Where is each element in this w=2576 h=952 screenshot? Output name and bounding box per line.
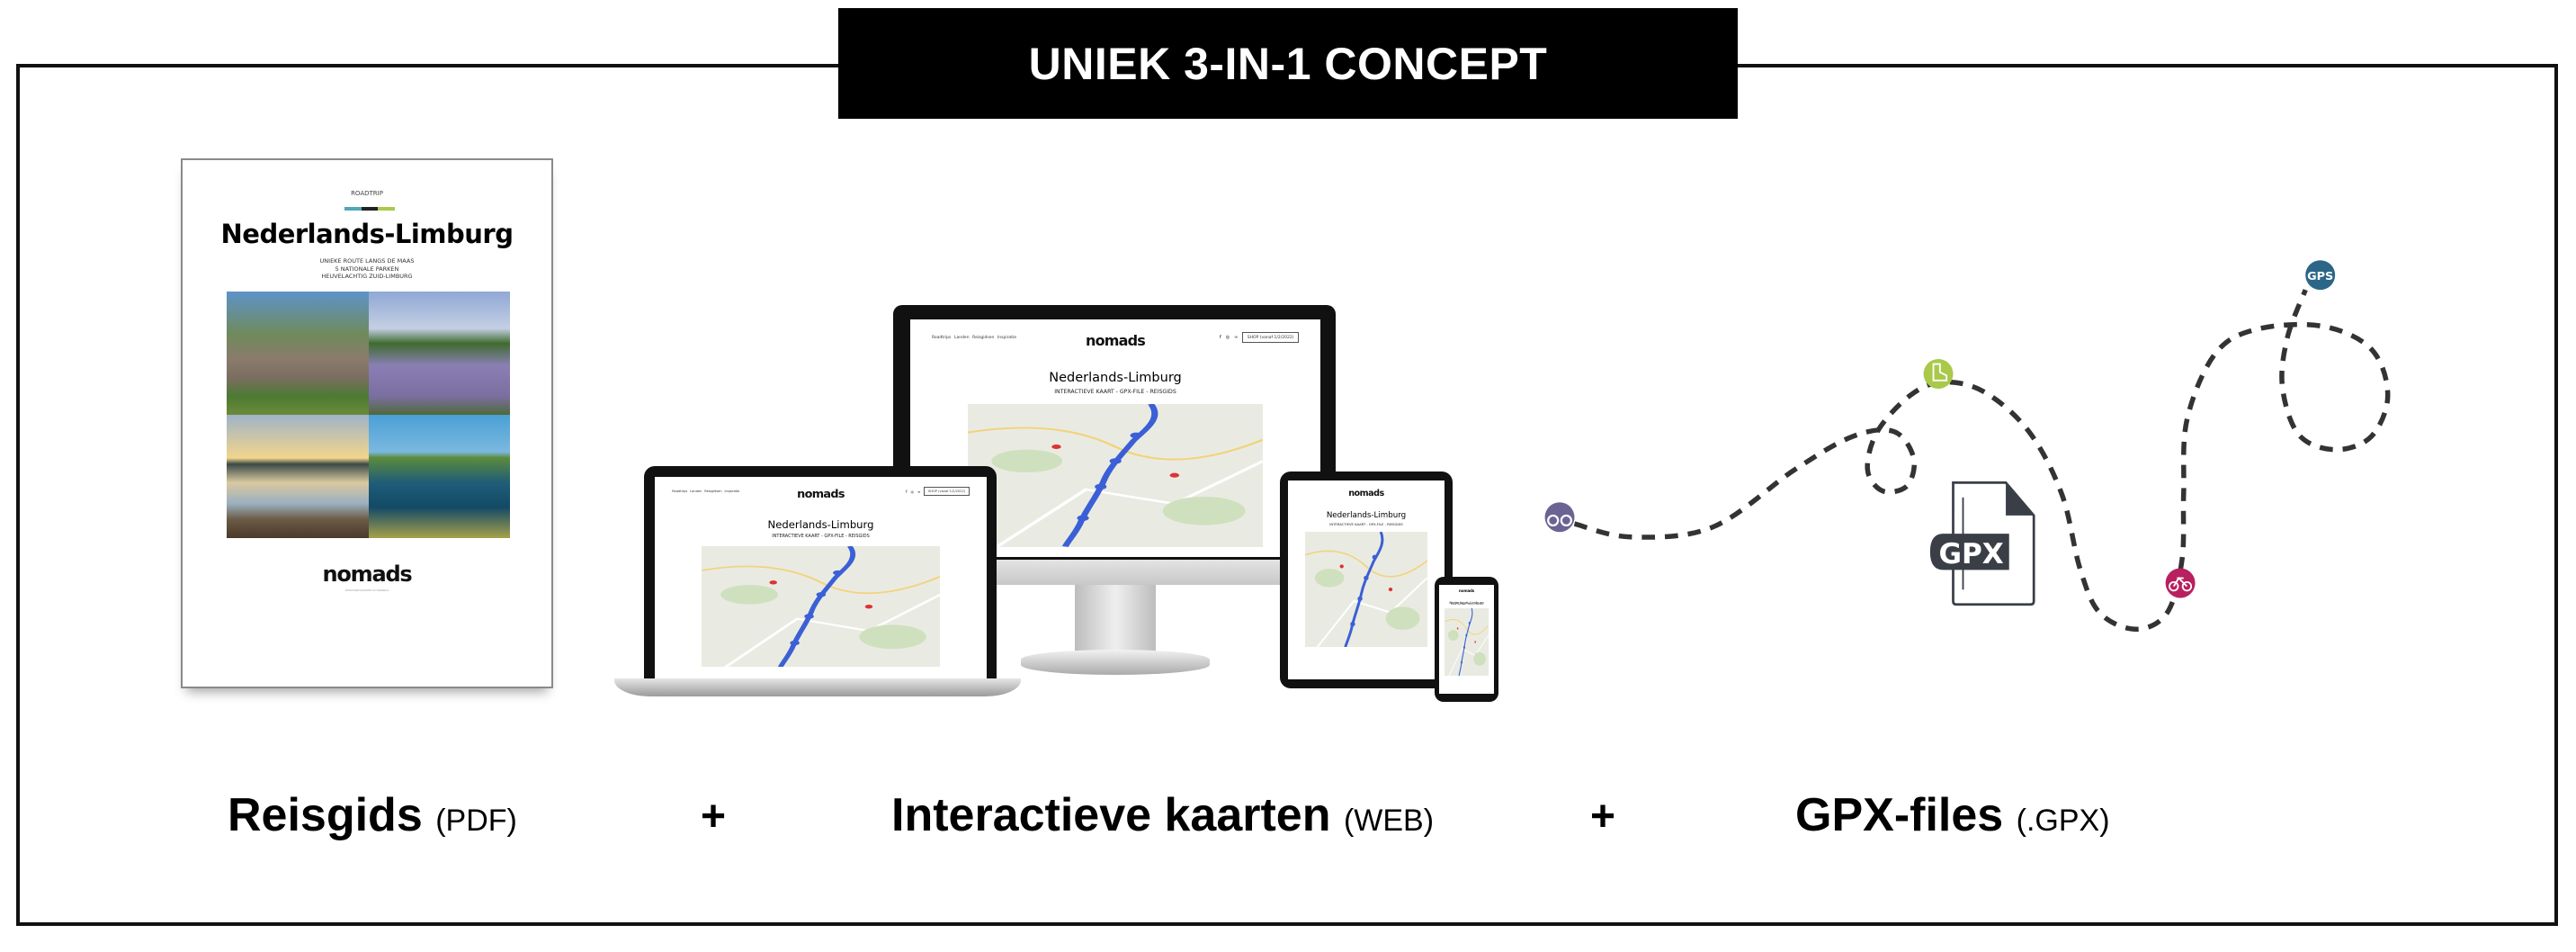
cover-photo-grid (227, 292, 510, 538)
facebook-icon[interactable]: f (906, 489, 908, 494)
cover-subtitle: UNIEKE ROUTE LANGS DE MAAS 5 NATIONALE P… (183, 257, 551, 281)
site-header: Roadtrips Landen Reisgidsen Inspiratie n… (1288, 480, 1445, 502)
cover-title: Nederlands-Limburg (220, 219, 514, 249)
map-route (1344, 531, 1384, 647)
website-screen: Roadtrips Landen Reisgidsen Inspiratie n… (655, 477, 987, 678)
cover-subtitle-line: UNIEKE ROUTE LANGS DE MAAS (319, 257, 415, 265)
nav-reisgidsen[interactable]: Reisgidsen (704, 489, 722, 493)
site-header: Roadtrips Landen Reisgidsen Inspiratie n… (910, 319, 1320, 355)
nomads-logo[interactable]: nomads (1348, 488, 1384, 498)
label-gpx-files: GPX-files (.GPX) (1795, 788, 2110, 842)
instagram-icon[interactable]: ◎ (910, 489, 914, 494)
plus-sign: + (701, 793, 727, 840)
site-header: Roadtrips Landen Reisgidsen Inspiratie n… (1439, 585, 1494, 597)
site-nav: Roadtrips Landen Reisgidsen Inspiratie (672, 489, 739, 493)
label-format: (PDF) (435, 804, 517, 838)
label-format: (.GPX) (2016, 804, 2110, 838)
page-title: Nederlands-Limburg (1326, 511, 1407, 521)
laptop-device: Roadtrips Landen Reisgidsen Inspiratie n… (644, 466, 997, 680)
map-route (777, 545, 855, 668)
photo-castle (227, 292, 369, 415)
flickr-icon[interactable]: ∞ (1234, 335, 1239, 340)
page-subtitle: INTERACTIEVE KAART - GPX-FILE - REISGIDS (772, 533, 870, 539)
interactive-map[interactable] (1445, 608, 1489, 677)
nomads-logo: nomads (322, 561, 412, 587)
cover-kicker: ROADTRIP (351, 190, 383, 197)
label-interactieve-kaarten: Interactieve kaarten (WEB) (891, 788, 1434, 842)
label-reisgids: Reisgids (PDF) (228, 788, 517, 842)
nav-inspiratie[interactable]: Inspiratie (997, 335, 1016, 340)
page-subtitle: INTERACTIEVE KAART - GPX-FILE - REISGIDS (1329, 522, 1403, 526)
flickr-icon[interactable]: ∞ (917, 489, 921, 494)
photo-sunset-lake (227, 415, 369, 538)
header-actions: f ◎ ∞ SHOP (vanaf 1/2/2022) (906, 487, 970, 496)
website-screen: Roadtrips Landen Reisgidsen Inspiratie n… (910, 319, 1320, 557)
page-title: Nederlands-Limburg (767, 517, 874, 531)
page-title: Nederlands-Limburg (1449, 600, 1484, 605)
map-route (1458, 608, 1473, 677)
site-header: Roadtrips Landen Reisgidsen Inspiratie n… (655, 477, 987, 506)
logo-tagline: DISCOVER EUROPE ON WHEELS (344, 588, 389, 592)
label-bold: Interactieve kaarten (891, 789, 1331, 841)
nav-landen[interactable]: Landen (953, 335, 970, 340)
nav-roadtrips[interactable]: Roadtrips (672, 489, 688, 493)
shop-button[interactable]: SHOP (vanaf 1/2/2022) (924, 487, 970, 496)
interactive-map[interactable] (701, 545, 941, 668)
plus-sign: + (1590, 793, 1616, 840)
instagram-icon[interactable]: ◎ (1225, 335, 1230, 340)
page-subtitle: INTERACTIEVE KAART - GPX-FILE - REISGIDS (1450, 605, 1483, 606)
map-route (1061, 404, 1158, 547)
nav-reisgidsen[interactable]: Reisgidsen (972, 335, 995, 340)
label-bold: Reisgids (228, 789, 423, 841)
nomads-logo[interactable]: nomads (1085, 332, 1146, 350)
website-screen: Roadtrips Landen Reisgidsen Inspiratie n… (1439, 585, 1494, 694)
nav-landen[interactable]: Landen (690, 489, 702, 493)
interactive-map[interactable] (1305, 531, 1427, 647)
nomads-logo[interactable]: nomads (797, 487, 845, 501)
shop-button[interactable]: SHOP (vanaf 1/2/2022) (1242, 332, 1299, 343)
label-bold: GPX-files (1795, 789, 2004, 841)
nav-inspiratie[interactable]: Inspiratie (724, 489, 740, 493)
site-nav: Roadtrips Landen Reisgidsen Inspiratie (932, 336, 1016, 340)
travel-guide-cover: ROADTRIP Nederlands-Limburg UNIEKE ROUTE… (181, 158, 553, 688)
banner-title: UNIEK 3-IN-1 CONCEPT (838, 8, 1738, 119)
cover-subtitle-line: HEUVELACHTIG ZUID-LIMBURG (321, 273, 413, 280)
label-format: (WEB) (1343, 804, 1435, 838)
interactive-map[interactable] (967, 404, 1264, 547)
cover-subtitle-line: 5 NATIONALE PARKEN (335, 265, 399, 273)
photo-heath (368, 292, 510, 415)
page-title: Nederlands-Limburg (1049, 371, 1182, 386)
imac-base (1021, 650, 1210, 675)
tablet-device: Roadtrips Landen Reisgidsen Inspiratie n… (1280, 472, 1453, 688)
nomads-logo[interactable]: nomads (1458, 588, 1475, 593)
imac-stand (1075, 585, 1156, 653)
photo-river-maas (368, 415, 510, 538)
page-subtitle: INTERACTIEVE KAART - GPX-FILE - REISGIDS (1054, 389, 1176, 396)
facebook-icon[interactable]: f (1219, 335, 1221, 340)
nav-roadtrips[interactable]: Roadtrips (932, 335, 952, 340)
laptop-base (614, 678, 1021, 696)
cover-stripe (344, 207, 396, 211)
phone-device: Roadtrips Landen Reisgidsen Inspiratie n… (1435, 577, 1498, 702)
header-actions: f ◎ ∞ SHOP (vanaf 1/2/2022) (1220, 332, 1299, 343)
website-screen: Roadtrips Landen Reisgidsen Inspiratie n… (1288, 480, 1445, 679)
